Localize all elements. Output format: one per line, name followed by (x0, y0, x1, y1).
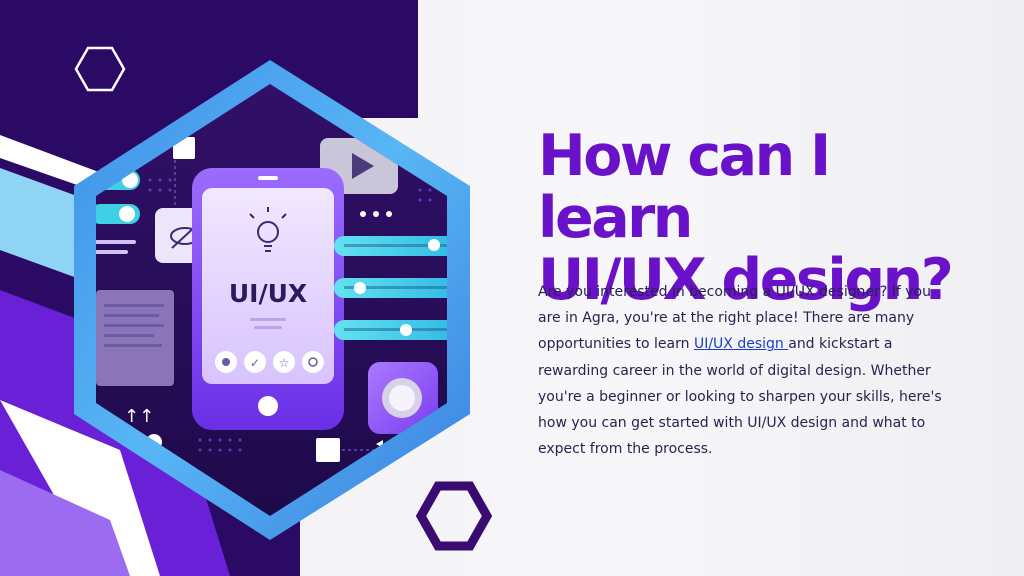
hexagon-bold-icon (415, 481, 493, 551)
title-line-1: How can I learn (538, 123, 831, 251)
uiux-design-link[interactable]: UI/UX design (693, 336, 789, 353)
intro-text-start: Are you interested in becoming a UI/UX d… (538, 284, 931, 353)
phone-label: UI/UX (229, 279, 307, 308)
svg-text:↑↑: ↑↑ (124, 406, 154, 427)
svg-text:☆: ☆ (279, 356, 290, 370)
title-line-2: UI/UX design? (538, 247, 954, 313)
phone-home-button (258, 396, 278, 416)
lightbulb-icon (249, 207, 287, 252)
svg-text:✓: ✓ (250, 356, 260, 370)
bg-lavender-shape (0, 470, 130, 576)
intro-text-end: and kickstart a rewarding career in the … (538, 336, 942, 458)
hexagon-outline-icon (74, 46, 126, 92)
hero-illustration: ↑↑ UI/UX ✓ (0, 0, 493, 576)
intro-paragraph: Are you interested in becoming a UI/UX d… (538, 279, 958, 462)
play-icon (352, 153, 374, 179)
bg-white-band (0, 400, 160, 576)
phone-screen (202, 188, 334, 384)
page-title: How can I learn UI/UX design? (538, 125, 998, 311)
